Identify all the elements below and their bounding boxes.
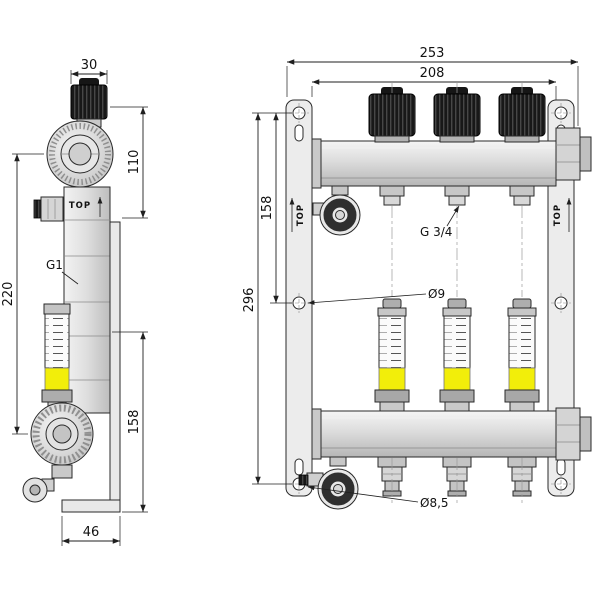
- drain-valve-top: [33, 196, 64, 222]
- valve-stub-3: [509, 185, 535, 206]
- flow-indicator-side: [44, 367, 70, 391]
- g1-label: G1: [46, 258, 63, 272]
- dim-cap-width-label: 30: [81, 58, 98, 73]
- drain-valve-bottom-side: [22, 477, 55, 503]
- mounting-bracket-side: [61, 221, 121, 513]
- orientation-mark-side: TOP: [69, 197, 103, 217]
- side-view: 30: [1, 58, 148, 546]
- actuator-cap-1: [368, 86, 416, 143]
- flow-meter-side: [41, 303, 73, 411]
- d9-label: Ø9: [428, 287, 445, 301]
- actuator-cap-2: [433, 86, 481, 143]
- end-plug-bottom: [579, 416, 592, 452]
- dim-220-label: 220: [1, 282, 16, 307]
- flow-meter-3: [504, 298, 540, 412]
- dim-top-to-center: 110: [110, 106, 148, 219]
- dim-overall-width: 253: [286, 46, 579, 126]
- dim-296-label: 296: [242, 288, 257, 313]
- slot-diameter-label-group: Ø8,5: [307, 485, 449, 510]
- fill-valve-top: [312, 185, 360, 235]
- end-plug-top: [579, 136, 592, 172]
- fill-valve-bottom: [298, 456, 358, 509]
- valve-knob-top: [320, 195, 360, 235]
- end-hex-nut-top: [555, 127, 581, 181]
- outlet-thread-label: G 3/4: [420, 205, 460, 239]
- dim-253-label: 253: [420, 46, 445, 61]
- hole-diameter-label-group: Ø9: [307, 287, 445, 305]
- dim-208-label: 208: [420, 66, 445, 81]
- top-label-front-right: TOP: [553, 204, 563, 226]
- dim-158-side-label: 158: [127, 410, 142, 435]
- front-view: 253 208 TOP TOP: [242, 46, 592, 510]
- d85-label: Ø8,5: [420, 496, 449, 510]
- dim-158-front-label: 158: [260, 196, 275, 221]
- actuator-cap-3: [498, 86, 546, 143]
- return-manifold-bar: [311, 407, 592, 461]
- dim-cap-width: 30: [70, 58, 108, 84]
- union-nut-side: [30, 402, 94, 479]
- valve-stub-1: [379, 185, 405, 206]
- dim-hole-span: 158: [260, 113, 292, 304]
- manifold-body-side: [63, 186, 111, 414]
- dim-overall-height: 296: [242, 112, 292, 485]
- dim-lower-span-side: 158: [112, 331, 148, 513]
- g34-label: G 3/4: [420, 225, 452, 239]
- flow-meter-2: [439, 298, 475, 412]
- supply-manifold-bar: [311, 127, 592, 189]
- flow-meter-1: [374, 298, 410, 412]
- top-label-side: TOP: [69, 201, 91, 211]
- thermostat-cap-side: [70, 78, 108, 128]
- top-label-front-left: TOP: [296, 204, 306, 226]
- dim-110-label: 110: [127, 150, 142, 175]
- mounting-bracket-left: TOP: [285, 99, 313, 497]
- pump-flange: [46, 120, 114, 188]
- thread-label-g1: G1: [46, 258, 79, 285]
- bracket-slot-top-left: [294, 124, 304, 142]
- dim-center-span: 220: [1, 153, 44, 435]
- mounting-bracket-right: TOP: [547, 99, 575, 497]
- dim-46-label: 46: [83, 525, 100, 540]
- end-hex-nut-bottom: [555, 407, 581, 461]
- valve-stub-2: [444, 185, 470, 206]
- bracket-slot-bottom-right: [556, 458, 566, 476]
- dim-foot-depth: 46: [61, 516, 121, 546]
- bracket-slot-bottom-left: [294, 458, 304, 476]
